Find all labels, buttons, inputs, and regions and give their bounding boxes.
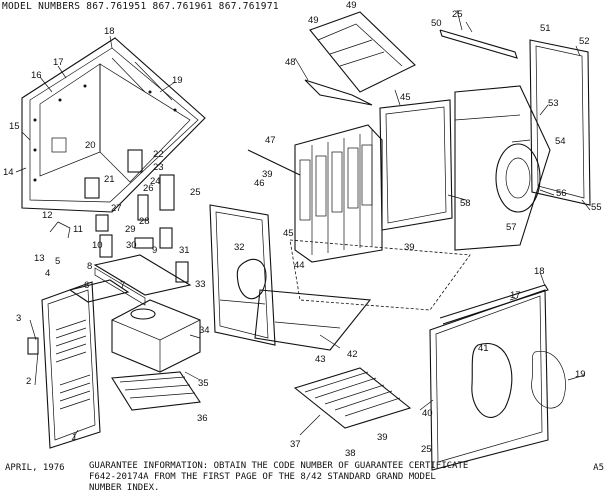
callout-25a: 25 bbox=[190, 187, 201, 198]
callout-2: 2 bbox=[26, 376, 31, 387]
callout-17b: 17 bbox=[510, 290, 521, 301]
callout-39b: 39 bbox=[262, 169, 273, 180]
burner-box bbox=[111, 299, 201, 373]
mounting-tray bbox=[68, 254, 192, 306]
callout-22: 22 bbox=[153, 149, 164, 160]
door-louvers-lower bbox=[59, 374, 91, 410]
callout-29: 29 bbox=[125, 224, 136, 235]
model-number-2: 867.761961 bbox=[152, 1, 213, 12]
blower-assembly bbox=[379, 39, 591, 251]
callout-5: 5 bbox=[55, 256, 60, 267]
callout-36: 36 bbox=[197, 413, 208, 424]
leader-lines bbox=[15, 9, 591, 441]
callout-39c: 39 bbox=[404, 242, 415, 253]
callout-12: 12 bbox=[42, 210, 53, 221]
callout-4: 4 bbox=[45, 268, 50, 279]
callout-17: 17 bbox=[53, 57, 64, 68]
model-number-3: 867.761971 bbox=[218, 1, 279, 12]
callout-45a: 45 bbox=[283, 228, 294, 239]
callout-13: 13 bbox=[34, 253, 45, 264]
callout-24: 24 bbox=[150, 176, 161, 187]
model-number-1: 867.761951 bbox=[86, 1, 147, 12]
callout-42: 42 bbox=[347, 349, 358, 360]
callout-16: 16 bbox=[31, 70, 42, 81]
callout-34: 34 bbox=[199, 325, 210, 336]
callout-19b: 19 bbox=[575, 369, 586, 380]
top-cover bbox=[304, 11, 518, 106]
callout-20: 20 bbox=[85, 140, 96, 151]
callout-52: 52 bbox=[579, 36, 590, 47]
callout-25c: 25 bbox=[421, 444, 432, 455]
cabinet-base bbox=[254, 239, 471, 351]
callout-37: 37 bbox=[290, 439, 301, 450]
callout-18: 18 bbox=[104, 26, 115, 37]
callout-33: 33 bbox=[195, 279, 206, 290]
callout-50: 50 bbox=[431, 18, 442, 29]
callout-55: 55 bbox=[591, 202, 602, 213]
callout-9: 9 bbox=[152, 245, 157, 256]
callout-1: 1 bbox=[72, 432, 77, 443]
control-parts-cluster bbox=[49, 149, 189, 283]
callout-11: 11 bbox=[73, 224, 83, 235]
callout-47: 47 bbox=[265, 135, 276, 146]
callout-14: 14 bbox=[3, 167, 14, 178]
burner-assembly bbox=[111, 371, 201, 411]
callout-53: 53 bbox=[548, 98, 559, 109]
callout-54: 54 bbox=[555, 136, 566, 147]
callout-40: 40 bbox=[422, 408, 433, 419]
callout-38: 38 bbox=[345, 448, 356, 459]
callout-30: 30 bbox=[126, 240, 137, 251]
right-side-panel bbox=[429, 284, 566, 471]
callout-48: 48 bbox=[285, 57, 296, 68]
callout-31: 31 bbox=[179, 245, 190, 256]
model-numbers-label: MODEL NUMBERS bbox=[2, 1, 81, 12]
door-louvers-upper bbox=[55, 319, 87, 363]
callout-6: 6 bbox=[84, 280, 89, 291]
front-door-panel bbox=[27, 281, 101, 449]
callout-28: 28 bbox=[139, 216, 150, 227]
callout-10: 10 bbox=[92, 240, 103, 251]
callout-19: 19 bbox=[172, 75, 183, 86]
callout-49a: 49 bbox=[308, 15, 319, 26]
callout-44: 44 bbox=[294, 260, 305, 271]
callout-26: 26 bbox=[143, 183, 154, 194]
callout-56: 56 bbox=[556, 188, 567, 199]
callout-7: 7 bbox=[120, 280, 125, 291]
exchanger-cells bbox=[299, 144, 373, 221]
page-number: A5 bbox=[593, 463, 604, 473]
filter-grille bbox=[293, 367, 412, 429]
callout-49b: 49 bbox=[346, 0, 357, 11]
callout-41: 41 bbox=[478, 343, 489, 354]
callout-58: 58 bbox=[460, 198, 471, 209]
callout-15: 15 bbox=[9, 121, 20, 132]
callout-57: 57 bbox=[506, 222, 517, 233]
heat-exchanger bbox=[247, 124, 383, 263]
callout-51: 51 bbox=[540, 23, 551, 34]
callout-21: 21 bbox=[104, 174, 115, 185]
part-callouts: 1 2 3 4 5 6 7 8 9 10 11 12 13 14 15 16 1… bbox=[3, 0, 602, 459]
callout-45b: 45 bbox=[400, 92, 411, 103]
revision-date: APRIL, 1976 bbox=[5, 463, 65, 473]
guarantee-note: GUARANTEE INFORMATION: OBTAIN THE CODE N… bbox=[89, 461, 469, 493]
center-left-panel bbox=[209, 204, 276, 346]
rear-panel-assembly bbox=[21, 37, 206, 213]
callout-32: 32 bbox=[234, 242, 245, 253]
callout-35: 35 bbox=[198, 378, 209, 389]
callout-46: 46 bbox=[254, 178, 265, 189]
callout-8: 8 bbox=[87, 261, 92, 272]
callout-18b: 18 bbox=[534, 266, 545, 277]
callout-27: 27 bbox=[111, 203, 122, 214]
panel-screws bbox=[33, 84, 177, 182]
callout-23: 23 bbox=[153, 162, 164, 173]
callout-25b: 25 bbox=[452, 9, 463, 20]
callout-3: 3 bbox=[16, 313, 21, 324]
model-numbers-header: MODEL NUMBERS 867.761951 867.761961 867.761… bbox=[2, 1, 285, 12]
callout-39a: 39 bbox=[377, 432, 388, 443]
callout-43: 43 bbox=[315, 354, 326, 365]
